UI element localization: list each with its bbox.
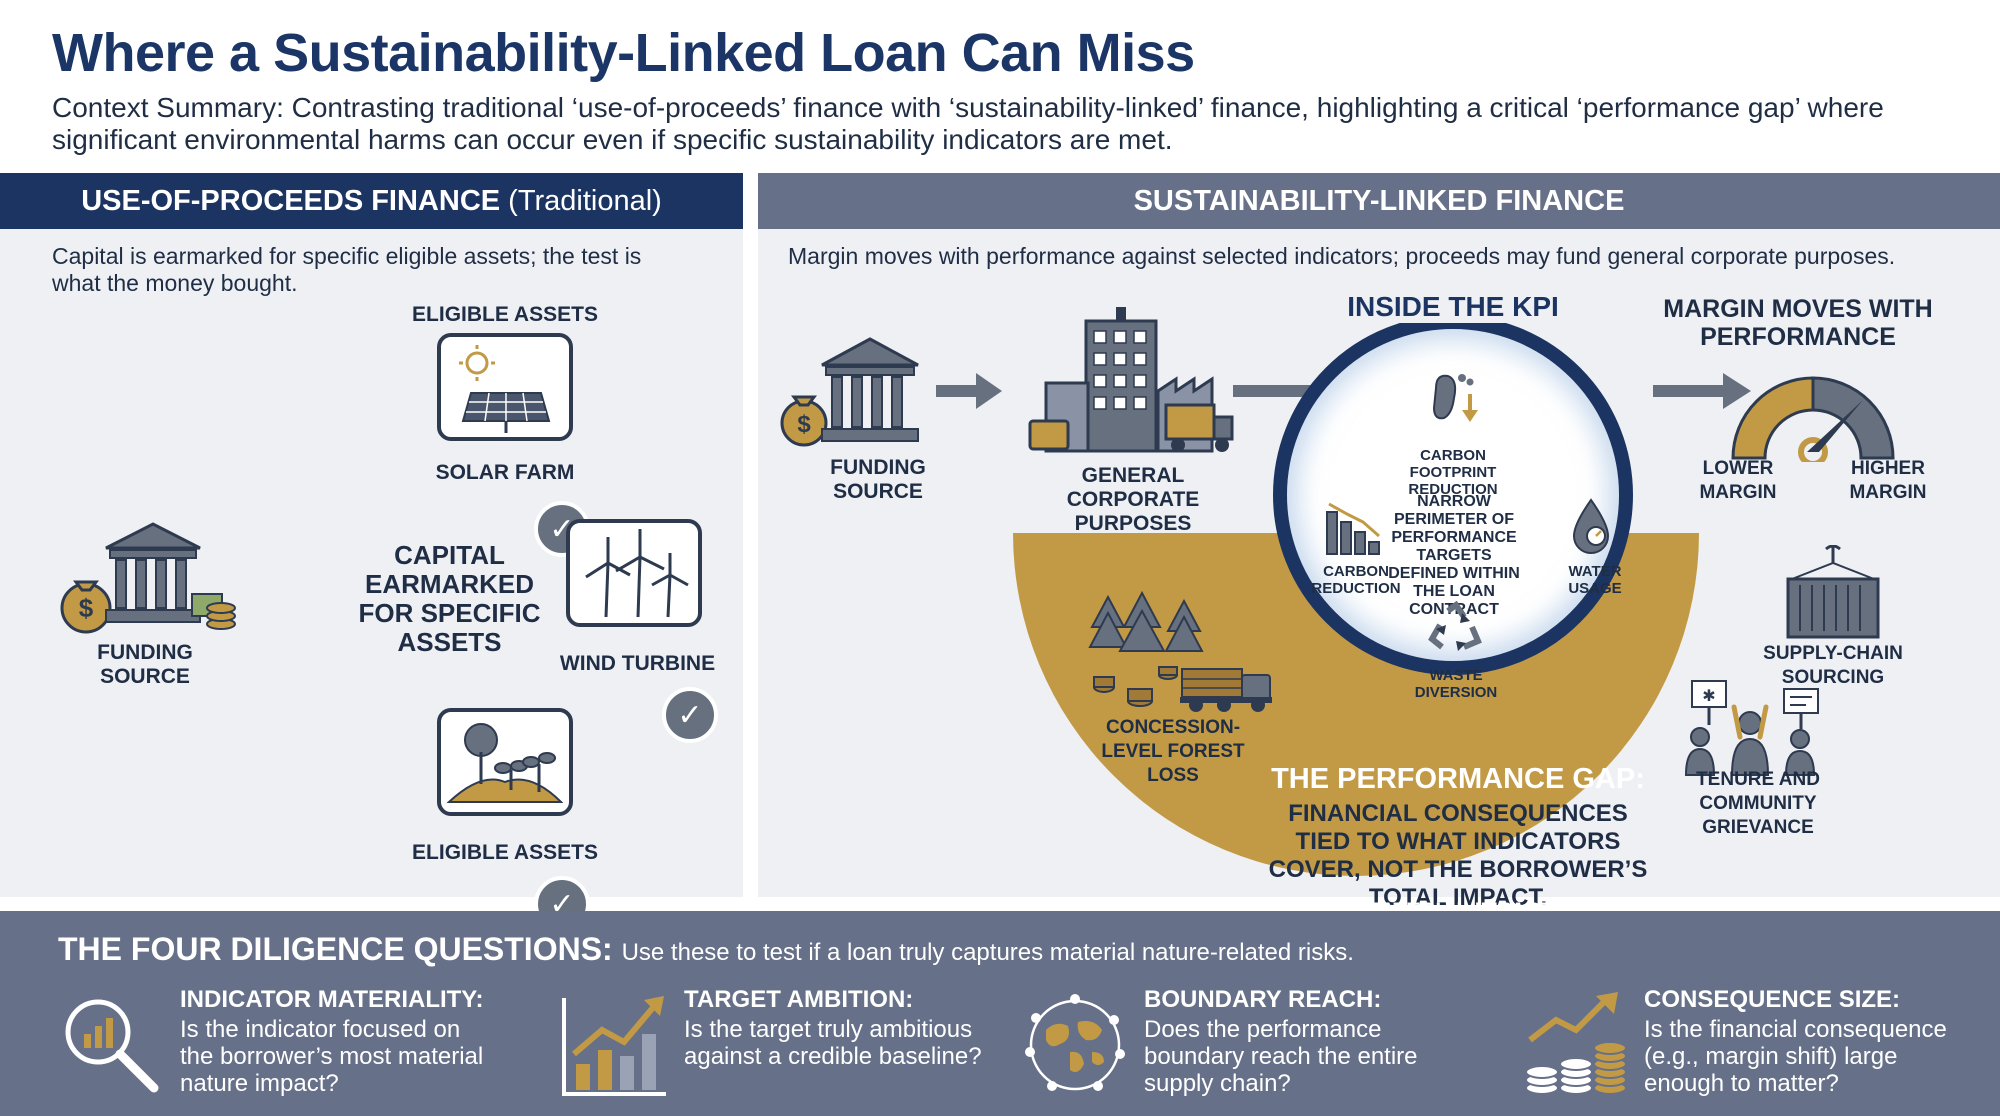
wind-check-icon: ✓ (662, 687, 718, 743)
svg-text:$: $ (79, 593, 94, 623)
solar-farm-label: SOLAR FARM (435, 461, 575, 484)
use-of-proceeds-header-sub: (Traditional) (508, 184, 662, 217)
flow-arrow-3-icon (1653, 373, 1751, 409)
use-of-proceeds-header: USE-OF-PROCEEDS FINANCE (Traditional) (0, 173, 743, 229)
funding-source-bank-icon: $ (60, 522, 236, 634)
growing-plants-icon (446, 723, 564, 803)
svg-text:$: $ (797, 411, 811, 438)
question-body: Does the performance boundary reach the … (1144, 1016, 1418, 1097)
carbon-footprint-label: CARBON FOOTPRINT REDUCTION (1408, 447, 1498, 498)
lower-margin-label: LOWER MARGIN (1699, 458, 1777, 503)
question-title: INDICATOR MATERIALITY: (180, 986, 484, 1013)
sustainability-linked-header: SUSTAINABILITY-LINKED FINANCE (758, 173, 2000, 229)
community-protest-icon: ✱ (1684, 680, 1819, 776)
question-title: TARGET AMBITION: (684, 986, 914, 1013)
flow-arrow-1-icon (936, 373, 1002, 409)
water-usage-label: WATER USAGE (1568, 563, 1622, 597)
narrow-perimeter-label: NARROW PERIMETER OF PERFORMANCE TARGETS … (1388, 493, 1520, 618)
question-target-ambition: TARGET AMBITION: Is the target truly amb… (560, 986, 1040, 1106)
supply-chain-label: SUPPLY-CHAIN SOURCING (1763, 643, 1903, 688)
general-corporate-purposes-label: GENERAL CORPORATE PURPOSES (1066, 464, 1200, 535)
question-indicator-materiality: INDICATOR MATERIALITY: Is the indicator … (56, 986, 536, 1106)
recycle-icon (1428, 601, 1482, 651)
question-boundary-reach: BOUNDARY REACH: Does the performance bou… (1020, 986, 1500, 1106)
solar-farm-box (437, 333, 573, 441)
use-of-proceeds-header-main: USE-OF-PROCEEDS FINANCE (81, 184, 501, 217)
right-funding-source-bank-icon: $ (780, 337, 919, 447)
forest-loss-label: CONCESSION-LEVEL FOREST LOSS (1101, 717, 1245, 786)
use-of-proceeds-panel: USE-OF-PROCEEDS FINANCE (Traditional) Ca… (0, 173, 743, 932)
margin-gauge-icon (1731, 376, 1895, 462)
question-title: BOUNDARY REACH: (1144, 986, 1382, 1013)
diligence-title: THE FOUR DILIGENCE QUESTIONS: Use these … (58, 931, 1354, 968)
performance-gap-title: THE PERFORMANCE GAP: (1271, 763, 1645, 795)
tenure-community-label: TENURE AND COMMUNITY GRIEVANCE (1696, 769, 1820, 838)
shipping-container-icon (1786, 545, 1880, 639)
eligible-assets-top-label: ELIGIBLE ASSETS (412, 303, 598, 326)
inside-kpi-label: INSIDE THE KPI (1338, 291, 1568, 323)
capital-earmarked-label: CAPITAL EARMARKED FOR SPECIFIC ASSETS (358, 540, 541, 657)
higher-margin-label: HIGHER MARGIN (1849, 458, 1927, 503)
wind-turbine-icon (585, 529, 689, 618)
coins-growth-icon (1525, 992, 1627, 1095)
waste-diversion-label: WASTE DIVERSION (1414, 667, 1498, 701)
forest-loss-truck-icon (1088, 591, 1272, 712)
question-consequence-size: CONSEQUENCE SIZE: Is the financial conse… (1520, 986, 2000, 1106)
right-funding-source-label: FUNDING SOURCE (830, 456, 926, 503)
performance-gap-body: FINANCIAL CONSEQUENCES TIED TO WHAT INDI… (1268, 800, 1648, 911)
carbon-reduction-chart-icon (1326, 502, 1380, 555)
margin-moves-title: MARGIN MOVES WITH PERFORMANCE (1663, 295, 1933, 351)
water-drop-icon (1572, 498, 1610, 554)
eligible-plants-box (437, 708, 573, 816)
question-title: CONSEQUENCE SIZE: (1644, 986, 1901, 1013)
diligence-subtitle: Use these to test if a loan truly captur… (621, 939, 1354, 966)
wind-turbine-box (566, 519, 702, 627)
eligible-assets-bottom-label: ELIGIBLE ASSETS (412, 841, 598, 864)
carbon-reduction-label: CARBON REDUCTION (1311, 563, 1401, 597)
sustainability-linked-panel: SUSTAINABILITY-LINKED FINANCE Margin mov… (758, 173, 2000, 947)
left-funding-source-label: FUNDING SOURCE (97, 641, 193, 688)
carbon-footprint-icon (1432, 374, 1478, 422)
corporate-buildings-icon (1028, 307, 1234, 453)
wind-turbine-label: WIND TURBINE (559, 652, 716, 675)
solar-panel-icon (459, 345, 551, 433)
rising-chart-icon (562, 996, 666, 1096)
globe-network-icon (1025, 994, 1125, 1091)
svg-text:✱: ✱ (1702, 688, 1715, 705)
magnifier-chart-icon (65, 999, 159, 1093)
page-title: Where a Sustainability-Linked Loan Can M… (52, 23, 1195, 83)
diligence-questions-bar: THE FOUR DILIGENCE QUESTIONS: Use these … (0, 911, 2000, 1116)
question-body: Is the financial consequence (e.g., marg… (1644, 1016, 1947, 1097)
context-summary: Context Summary: Contrasting traditional… (52, 92, 1884, 155)
diligence-title-main: THE FOUR DILIGENCE QUESTIONS: (58, 931, 613, 967)
question-body: Is the indicator focused on the borrower… (180, 1016, 484, 1097)
use-of-proceeds-description: Capital is earmarked for specific eligib… (52, 243, 642, 296)
question-body: Is the target truly ambitious against a … (684, 1016, 982, 1070)
sustainability-linked-description: Margin moves with performance against se… (788, 243, 1896, 269)
